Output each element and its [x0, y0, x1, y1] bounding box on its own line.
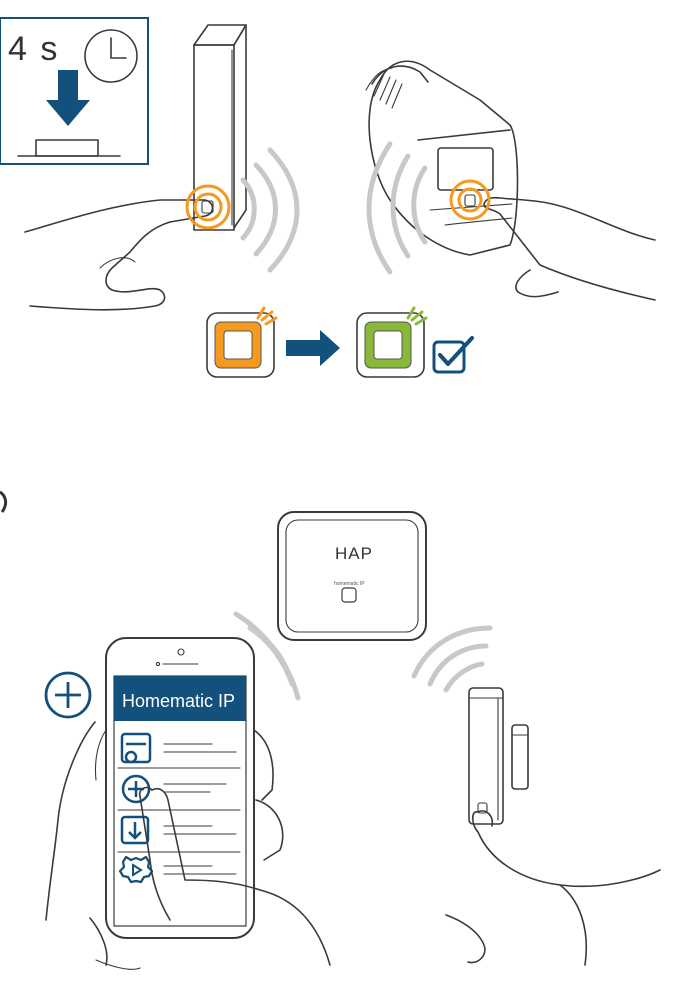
app-header-bar [114, 676, 246, 721]
orange-blink-led [206, 306, 278, 378]
thermostat [365, 60, 519, 256]
arrow-down-icon [46, 70, 90, 126]
checkmark-icon [432, 336, 474, 374]
clock-icon [84, 29, 138, 83]
timer-box [0, 17, 149, 165]
signal-waves-sensor [411, 625, 493, 693]
transition-arrow-icon [286, 330, 340, 366]
page-edge-mark [0, 490, 8, 513]
button-icon [17, 139, 121, 157]
press-rings-left [185, 184, 231, 230]
access-point [277, 511, 427, 641]
green-blink-led [356, 306, 428, 378]
settings-icon[interactable] [118, 855, 154, 884]
device-icon[interactable] [120, 732, 152, 764]
phone-hands [45, 721, 331, 970]
access-point-brand: homematic IP [334, 581, 365, 587]
plus-circle-icon[interactable] [44, 671, 92, 719]
download-icon[interactable] [120, 815, 150, 845]
smartphone [105, 637, 255, 939]
app-header-title: Homematic IP [122, 691, 236, 711]
tall-device [193, 24, 247, 231]
right-hand [483, 196, 656, 301]
signal-waves-phone [233, 611, 301, 701]
sensor-hand [445, 810, 661, 966]
access-point-label: HAP [335, 544, 373, 563]
signal-waves-right [366, 141, 428, 275]
press-rings-right [449, 179, 491, 221]
timer-label: 4 s [8, 30, 60, 68]
left-hand [24, 199, 214, 311]
signal-waves-left [240, 147, 300, 273]
door-sensor [468, 687, 529, 825]
